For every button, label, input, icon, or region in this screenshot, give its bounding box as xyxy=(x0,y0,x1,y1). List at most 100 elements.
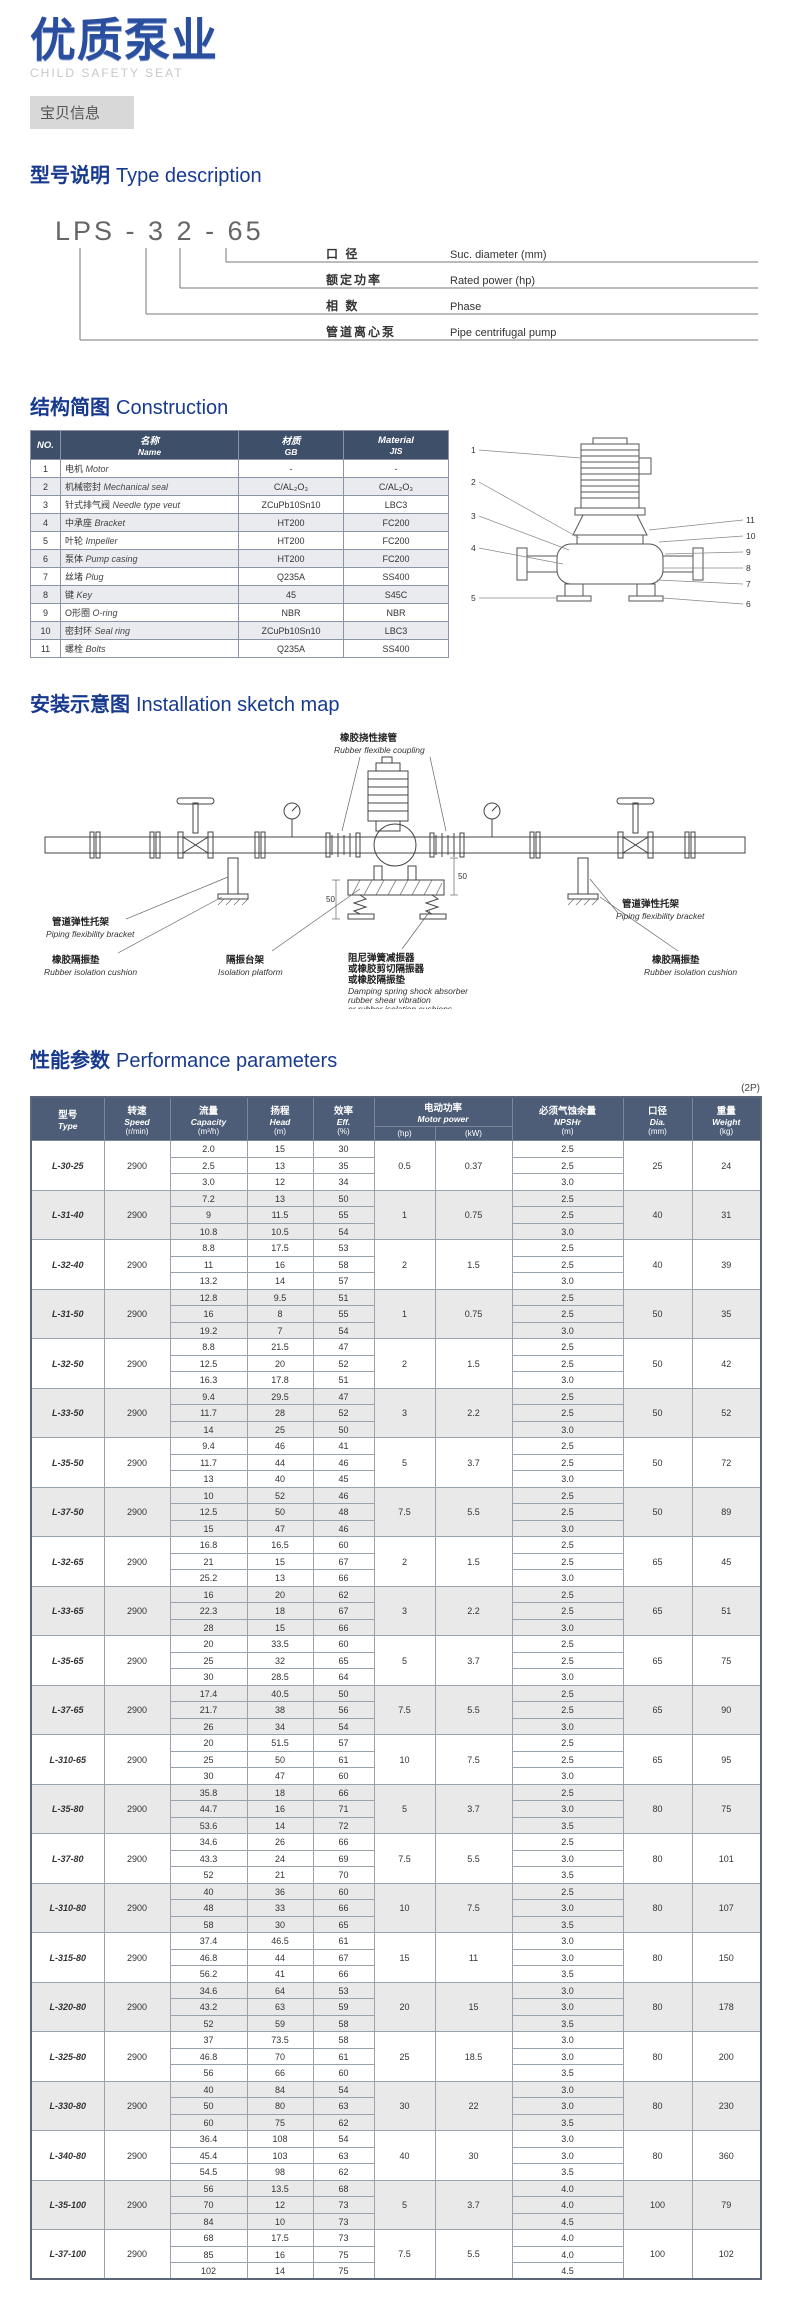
part-no: 3 xyxy=(30,495,61,515)
label-suc-diameter-en: Suc. diameter (mm) xyxy=(450,249,547,261)
perf-dia: 80 xyxy=(622,1833,693,1884)
perf-head: 44 xyxy=(246,1948,314,1967)
perf-capacity: 28 xyxy=(169,1618,248,1637)
perf-head: 14 xyxy=(246,2262,314,2280)
callout-11: 11 xyxy=(746,515,755,525)
label-phase-en: Phase xyxy=(450,301,481,313)
perf-weight: 101 xyxy=(691,1833,762,1884)
perf-eff: 47 xyxy=(312,1387,375,1406)
perf-kw: 7.5 xyxy=(434,1882,513,1934)
perf-capacity: 17.4 xyxy=(169,1684,248,1703)
perf-head: 11.5 xyxy=(246,1206,314,1224)
perf-capacity: 34.6 xyxy=(169,1981,248,2000)
perf-capacity: 36.4 xyxy=(169,2130,248,2148)
perf-eff: 61 xyxy=(312,2047,375,2066)
label-suc-diameter-cn: 口 径 xyxy=(326,246,359,261)
perf-kw: 30 xyxy=(434,2130,513,2181)
perf-capacity: 8.8 xyxy=(169,1239,248,1257)
piping-bracket-left xyxy=(217,857,249,906)
perf-eff: 62 xyxy=(312,2113,375,2132)
perf-eff: 66 xyxy=(312,1618,375,1637)
perf-npshr: 3.0 xyxy=(511,1420,624,1439)
part-no: 1 xyxy=(30,459,61,479)
perf-weight: 51 xyxy=(691,1585,762,1637)
perf-eff: 55 xyxy=(312,1206,375,1224)
perf-dia: 40 xyxy=(622,1239,693,1290)
perf-npshr: 3.0 xyxy=(511,1272,624,1290)
perf-eff: 54 xyxy=(312,1222,375,1241)
leader-lines xyxy=(79,248,758,341)
perf-eff: 75 xyxy=(312,2262,375,2280)
perf-eff: 30 xyxy=(312,1140,375,1158)
perf-npshr: 2.5 xyxy=(511,1404,624,1422)
perf-weight: 72 xyxy=(691,1437,762,1488)
pump-outline xyxy=(516,437,704,602)
part-no: 10 xyxy=(30,621,61,641)
perf-weight: 89 xyxy=(691,1486,762,1538)
brand-badge: 宝贝信息 xyxy=(30,96,135,130)
perf-npshr: 3.0 xyxy=(511,1998,624,2016)
installation-diagram: 50 50 橡胶挠性接管 Rubber flexible coupling 管道… xyxy=(30,727,760,1014)
perf-capacity: 19.2 xyxy=(169,1321,248,1340)
perf-eff: 52 xyxy=(312,1354,375,1373)
perf-capacity: 12.5 xyxy=(169,1354,248,1373)
perf-kw: 2.2 xyxy=(434,1585,513,1637)
perf-kw: 3.7 xyxy=(434,2179,513,2231)
perf-type: L-37-100 xyxy=(30,2229,105,2280)
part-material-jis: SS400 xyxy=(343,639,449,659)
perf-capacity: 70 xyxy=(169,2196,248,2214)
brand-title: 优质泵业 xyxy=(30,14,218,66)
perf-capacity: 35.8 xyxy=(169,1783,248,1802)
perf-npshr: 4.5 xyxy=(511,2212,624,2231)
perf-capacity: 53.6 xyxy=(169,1816,248,1835)
perf-npshr: 3.0 xyxy=(511,1981,624,2000)
perf-speed: 2900 xyxy=(103,1536,171,1587)
perf-capacity: 37.4 xyxy=(169,1932,248,1950)
perf-npshr: 2.5 xyxy=(511,1453,624,1472)
perf-head: 52 xyxy=(246,1486,314,1505)
perf-head: 46 xyxy=(246,1437,314,1455)
part-material-jis: FC200 xyxy=(343,513,449,533)
perf-capacity: 16 xyxy=(169,1585,248,1604)
perf-hp: 15 xyxy=(373,1932,436,1983)
part-name-cn: 键 xyxy=(65,590,75,601)
perf-head: 17.8 xyxy=(246,1371,314,1389)
perf-head: 15 xyxy=(246,1552,314,1571)
perf-head: 13 xyxy=(246,1156,314,1175)
perf-eff: 60 xyxy=(312,1767,375,1785)
perf-type: L-37-80 xyxy=(30,1833,105,1884)
perf-weight: 42 xyxy=(691,1338,762,1389)
perf-type: L-35-80 xyxy=(30,1783,105,1835)
perf-speed: 2900 xyxy=(103,1734,171,1785)
perf-type: L-31-40 xyxy=(30,1189,105,1241)
perf-weight: 35 xyxy=(691,1288,762,1340)
part-no: 2 xyxy=(30,477,61,497)
perf-head: 24 xyxy=(246,1849,314,1868)
perf-dia: 50 xyxy=(622,1288,693,1340)
perf-eff: 61 xyxy=(312,1932,375,1950)
perf-capacity: 43.3 xyxy=(169,1849,248,1868)
perf-speed: 2900 xyxy=(103,1882,171,1934)
perf-eff: 58 xyxy=(312,2031,375,2049)
perf-head: 25 xyxy=(246,1420,314,1439)
perf-head: 40 xyxy=(246,1470,314,1488)
part-no: 9 xyxy=(30,603,61,623)
perf-capacity: 20 xyxy=(169,1635,248,1653)
perf-capacity: 16.8 xyxy=(169,1536,248,1554)
perf-speed: 2900 xyxy=(103,1288,171,1340)
perf-head: 47 xyxy=(246,1767,314,1785)
perf-dia: 65 xyxy=(622,1585,693,1637)
